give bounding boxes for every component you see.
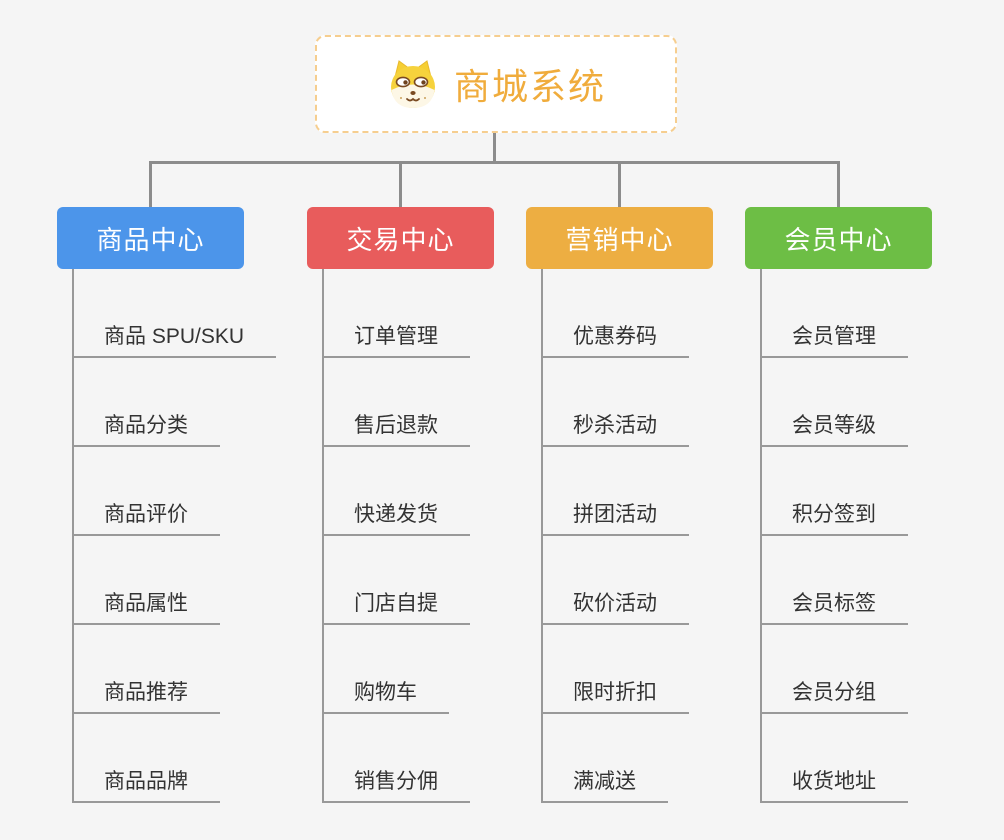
leaf-node[interactable]: 限时折扣	[543, 625, 689, 714]
branch-营销中心: 营销中心优惠券码秒杀活动拼团活动砍价活动限时折扣满减送	[526, 207, 761, 803]
branch-header[interactable]: 商品中心	[57, 207, 244, 269]
leaf-node[interactable]: 满减送	[543, 714, 668, 803]
leaf-node[interactable]: 购物车	[324, 625, 449, 714]
branch-drop-line-3	[836, 161, 840, 208]
leaf-node[interactable]: 商品推荐	[74, 625, 220, 714]
branch-drop-line-2	[617, 161, 621, 208]
leaf-node[interactable]: 商品 SPU/SKU	[74, 269, 277, 358]
trunk-line	[148, 161, 840, 164]
leaf-node[interactable]: 售后退款	[324, 358, 470, 447]
branch-header[interactable]: 会员中心	[745, 207, 932, 269]
root-title: 商城系统	[453, 66, 606, 107]
leaf-node[interactable]: 商品属性	[74, 536, 220, 625]
leaf-node[interactable]: 积分签到	[762, 447, 908, 536]
dog-face-icon	[386, 57, 440, 111]
leaf-node[interactable]: 会员分组	[762, 625, 908, 714]
leaf-node[interactable]: 秒杀活动	[543, 358, 689, 447]
root-node[interactable]: 商城系统	[315, 35, 677, 133]
branch-header[interactable]: 交易中心	[307, 207, 494, 269]
leaf-node[interactable]: 销售分佣	[324, 714, 470, 803]
branch-会员中心: 会员中心会员管理会员等级积分签到会员标签会员分组收货地址	[745, 207, 980, 803]
root-drop-line	[492, 133, 496, 164]
leaf-node[interactable]: 会员等级	[762, 358, 908, 447]
leaf-node[interactable]: 商品品牌	[74, 714, 220, 803]
leaf-node[interactable]: 砍价活动	[543, 536, 689, 625]
branch-drop-line-0	[148, 161, 152, 208]
leaf-node[interactable]: 优惠券码	[543, 269, 689, 358]
branch-drop-line-1	[398, 161, 402, 208]
leaf-node[interactable]: 会员管理	[762, 269, 908, 358]
leaf-node[interactable]: 快递发货	[324, 447, 470, 536]
branch-items: 订单管理售后退款快递发货门店自提购物车销售分佣	[322, 269, 470, 803]
leaf-node[interactable]: 商品评价	[74, 447, 220, 536]
leaf-node[interactable]: 门店自提	[324, 536, 470, 625]
leaf-node[interactable]: 订单管理	[324, 269, 470, 358]
leaf-node[interactable]: 会员标签	[762, 536, 908, 625]
branch-items: 会员管理会员等级积分签到会员标签会员分组收货地址	[760, 269, 908, 803]
branch-交易中心: 交易中心订单管理售后退款快递发货门店自提购物车销售分佣	[307, 207, 542, 803]
leaf-node[interactable]: 收货地址	[762, 714, 908, 803]
leaf-node[interactable]: 拼团活动	[543, 447, 689, 536]
leaf-node[interactable]: 商品分类	[74, 358, 220, 447]
branch-items: 优惠券码秒杀活动拼团活动砍价活动限时折扣满减送	[541, 269, 689, 803]
branch-header[interactable]: 营销中心	[526, 207, 713, 269]
